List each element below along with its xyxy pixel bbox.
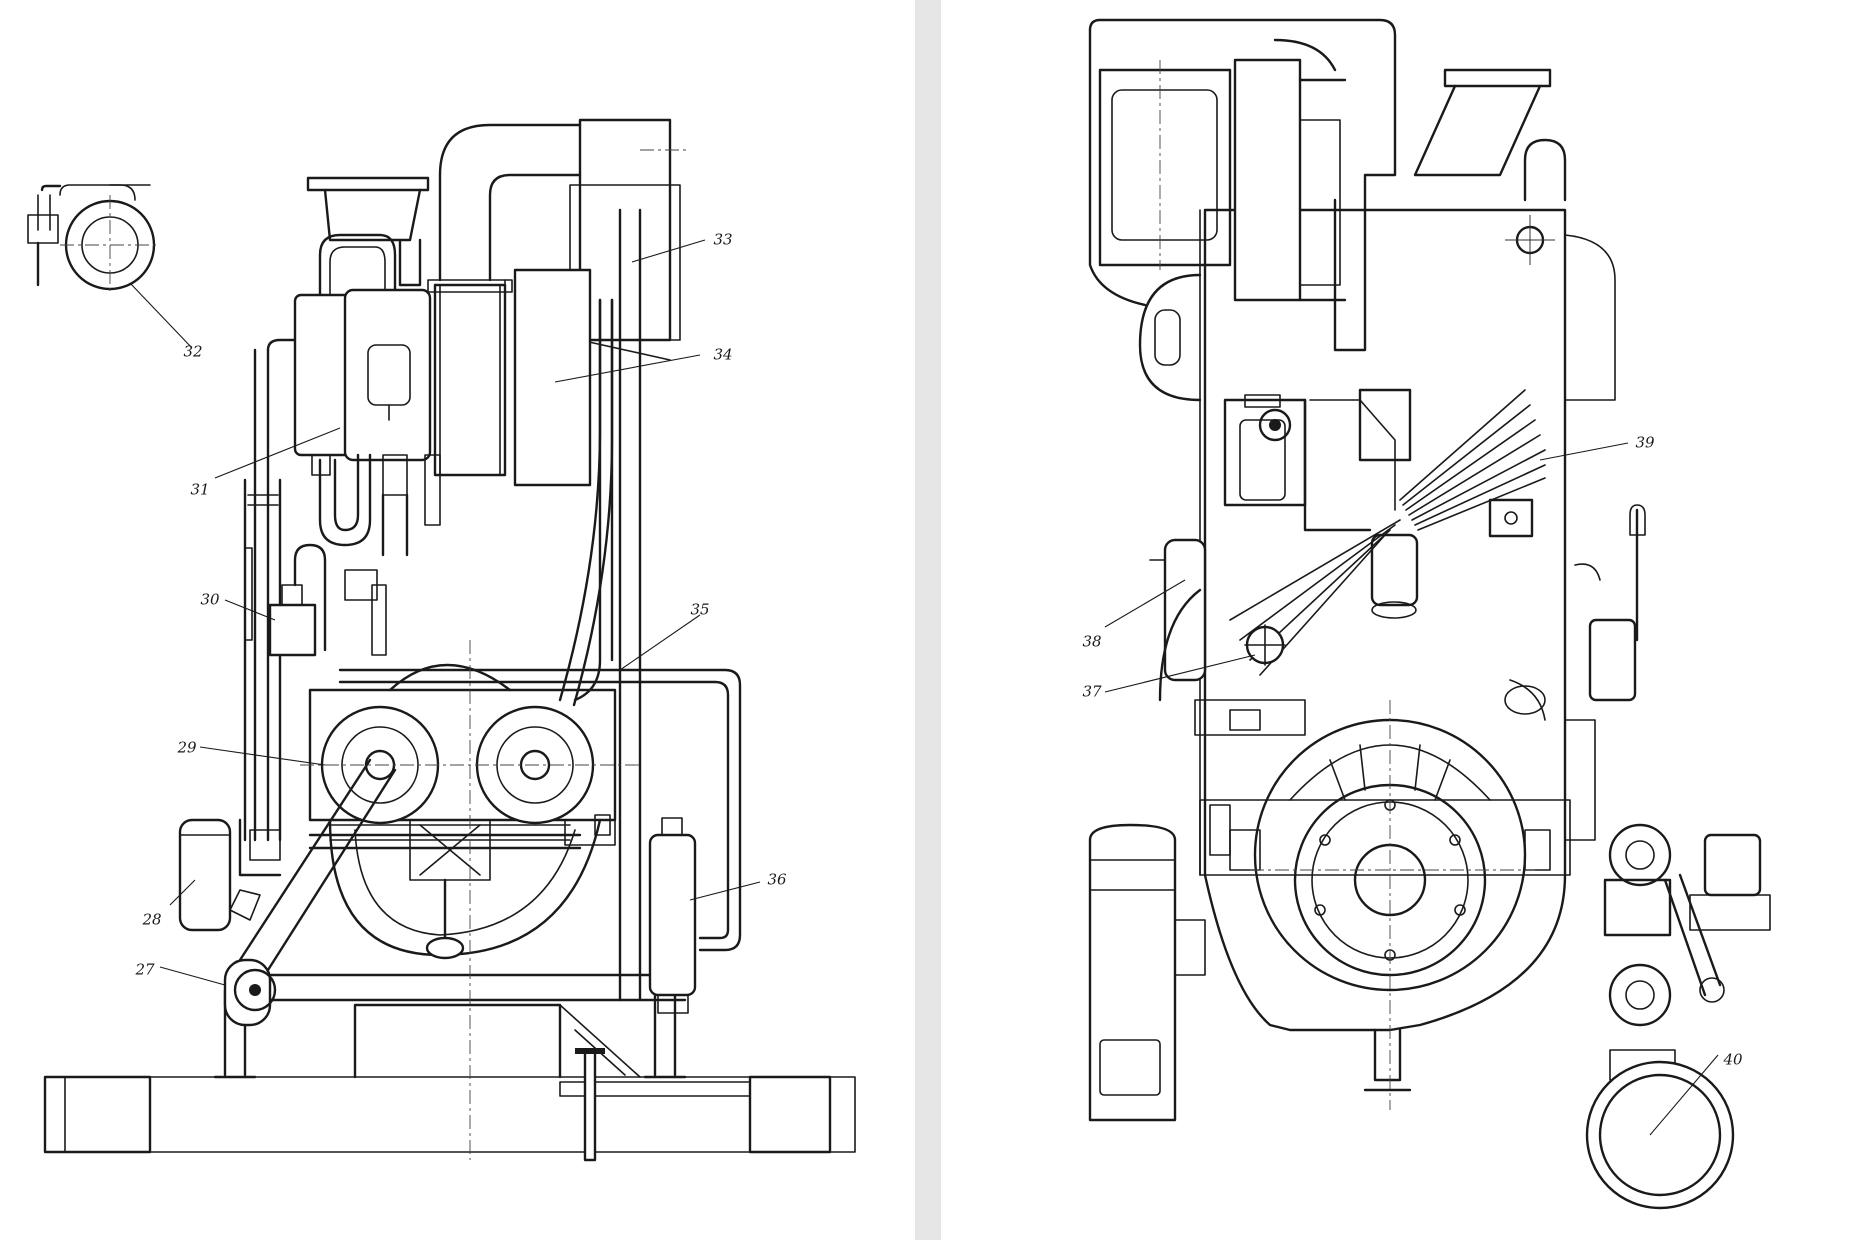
valve-block-30: [244, 543, 387, 657]
oil-pipe: [338, 668, 742, 952]
air-intake-right: [1413, 68, 1567, 265]
governor-unit: [1223, 394, 1372, 532]
detail-32: [27, 184, 160, 295]
callout-27: 27: [135, 960, 155, 979]
center-coupling: [409, 819, 491, 960]
diagonal-pipe: [558, 298, 614, 707]
right-accessories: [1504, 504, 1646, 841]
side-cover: [1138, 273, 1202, 402]
riser-pipe-1: [618, 208, 642, 1002]
belt-drive: [223, 758, 397, 1027]
callout-29: 29: [177, 738, 197, 757]
callout-39: 39: [1635, 433, 1655, 452]
u-pipe-1: [318, 453, 372, 547]
callout-40: 40: [1723, 1050, 1743, 1069]
pump-37: [1194, 624, 1306, 736]
turbo-housing: [1088, 18, 1397, 352]
filter-36: [648, 817, 697, 1014]
air-intake: [306, 176, 430, 302]
injector-box: [1309, 388, 1419, 619]
compressor-body: [427, 279, 513, 477]
leaders-right: [1104, 442, 1719, 1136]
sheet-divider: [915, 0, 941, 1240]
callout-31: 31: [190, 480, 210, 499]
oil-tank-31: [293, 288, 432, 462]
callout-36: 36: [767, 870, 787, 889]
upper-housing: [569, 118, 681, 361]
callout-38: 38: [1082, 632, 1102, 651]
foundation-slab: [43, 1048, 856, 1162]
callout-33: 33: [713, 230, 733, 249]
filter-38: [1149, 538, 1207, 702]
exhaust-stack: [1088, 823, 1206, 1122]
callout-37: 37: [1082, 682, 1102, 701]
exhaust-pipe: [438, 123, 582, 282]
lower-pipe: [268, 973, 687, 1002]
callout-35: 35: [690, 600, 710, 619]
right-elevation-view: [1088, 18, 1771, 1210]
drain-plug: [1373, 1028, 1402, 1082]
callout-34: 34: [713, 345, 733, 364]
left-riser: [253, 348, 270, 842]
left-elevation-view: [27, 118, 856, 1162]
callout-30: 30: [200, 590, 220, 609]
callout-28: 28: [142, 910, 162, 929]
filter-28: [178, 818, 232, 932]
engine-frame: [213, 988, 687, 1079]
pump-40: [1585, 823, 1771, 1210]
leaders-left: [129, 239, 761, 986]
turbine-34: [494, 268, 592, 487]
engine-block: [1203, 208, 1567, 1032]
callout-32: 32: [183, 342, 203, 361]
